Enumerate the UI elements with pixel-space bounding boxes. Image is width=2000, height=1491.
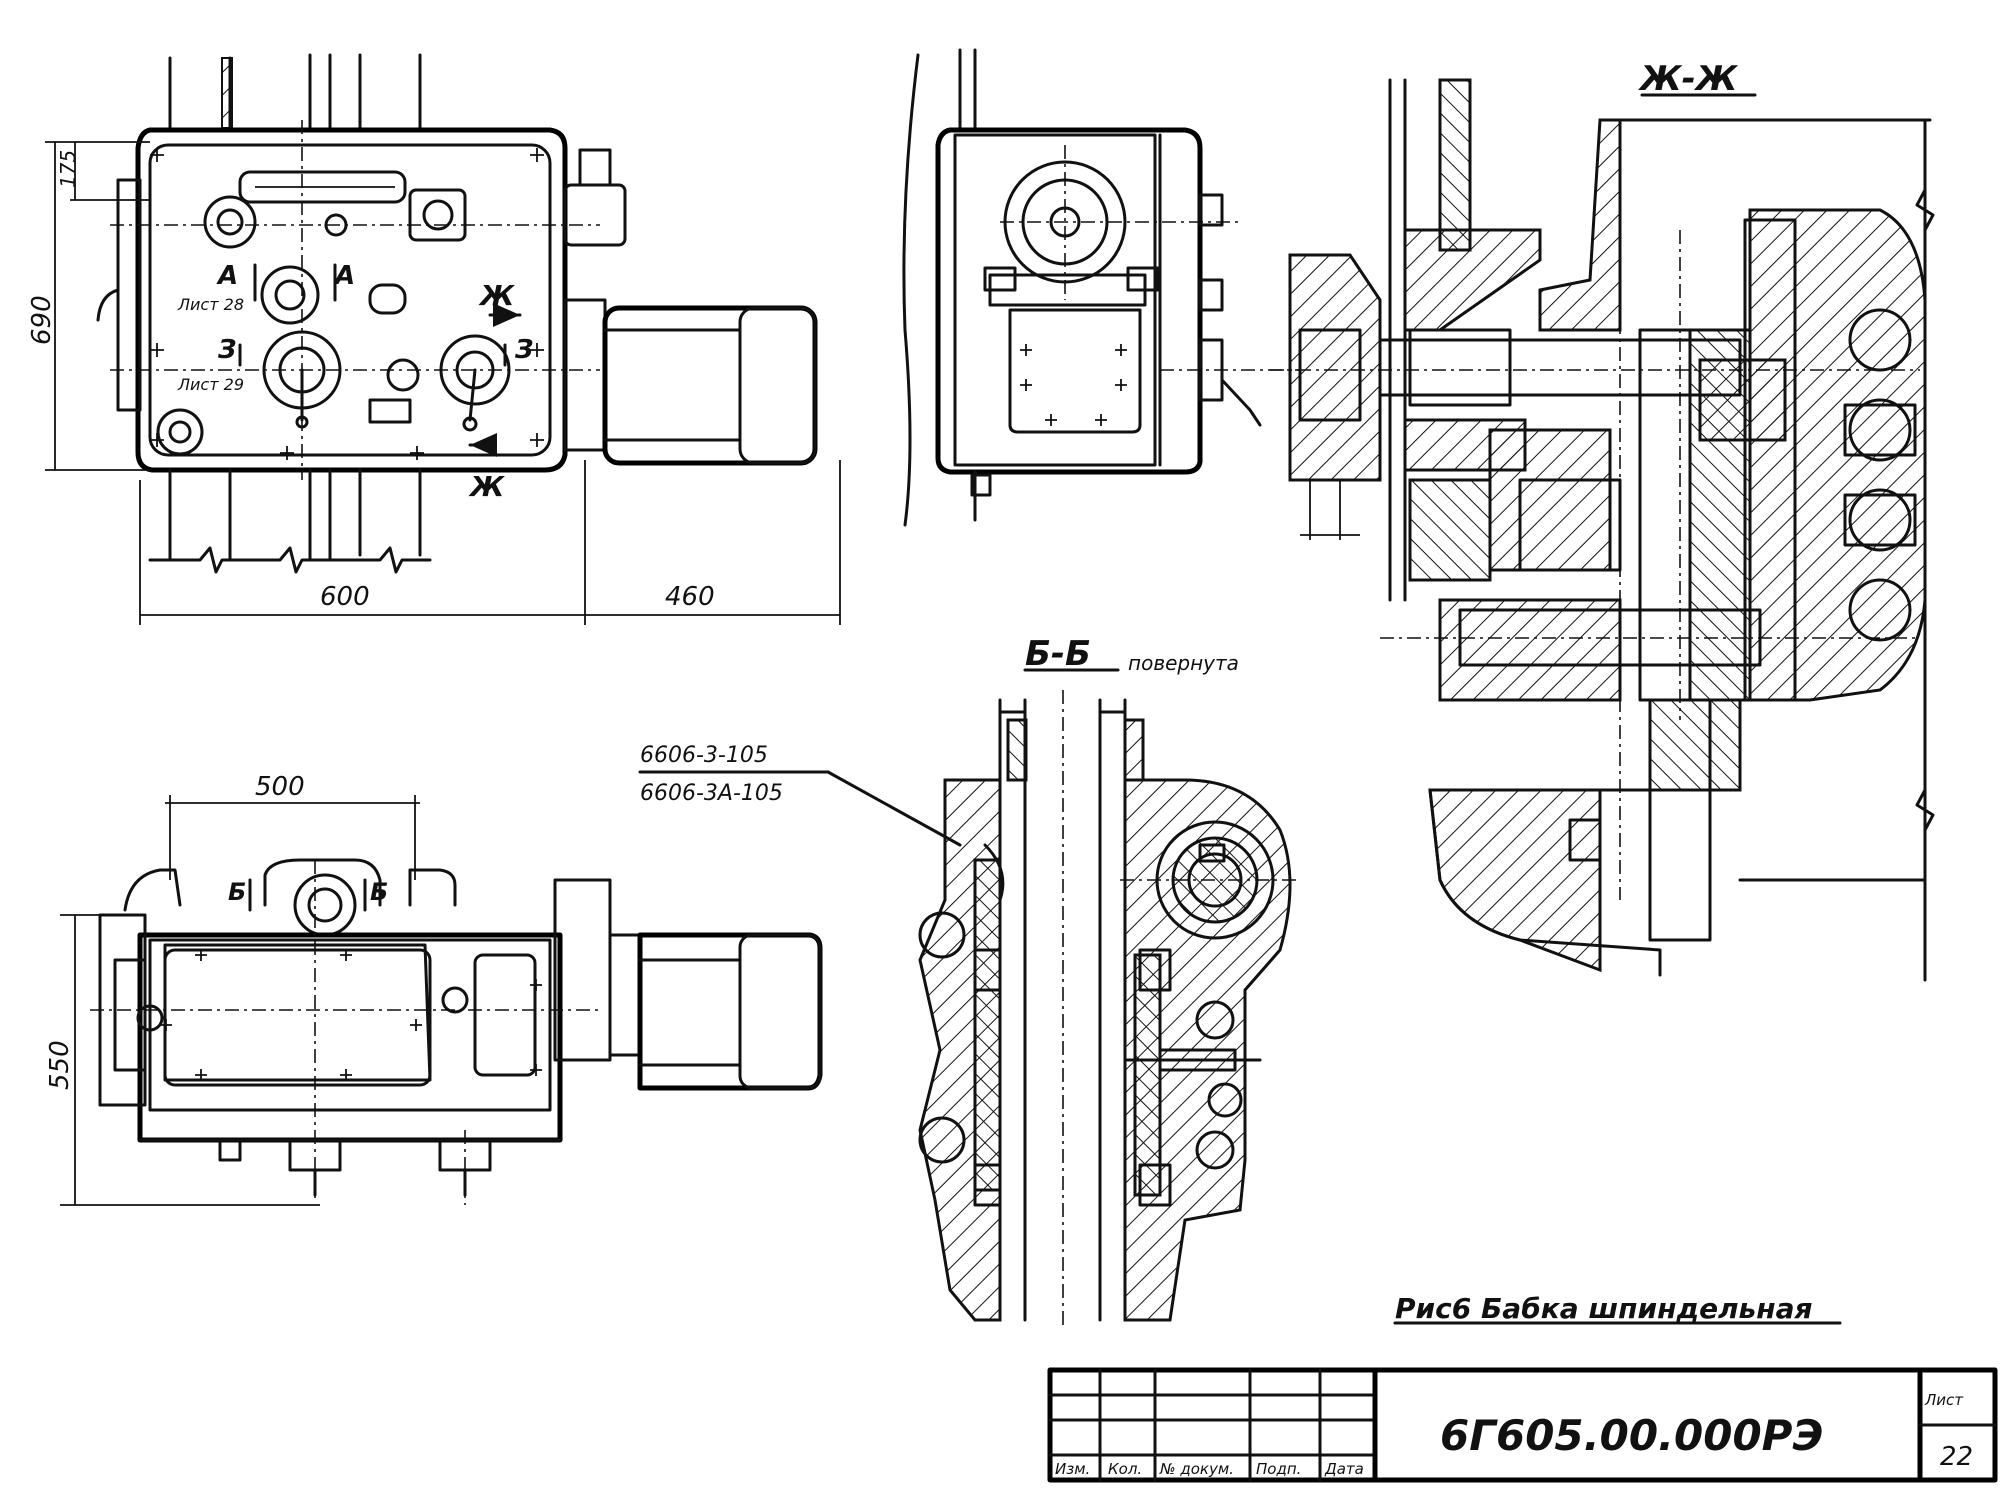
label-a-right: А <box>333 261 355 291</box>
section-bb-title: Б-Б <box>1025 634 1091 674</box>
label-a-left: А <box>216 261 238 291</box>
sheet-number: 22 <box>1940 1442 1973 1472</box>
dim-plan-height: 550 <box>45 1040 75 1090</box>
dim-width-left: 600 <box>320 582 370 612</box>
section-bb-note: повернута <box>1128 651 1239 675</box>
label-b-right: Б <box>370 878 388 906</box>
section-zhzh-title: Ж-Ж <box>1638 59 1739 99</box>
side-view <box>902 48 1300 527</box>
label-sheet-28: Лист 28 <box>177 295 244 314</box>
label-zh-bottom: Ж <box>468 470 505 503</box>
title-block: Изм. Кол. № докум. Подп. Дата 6Г605.00.0… <box>1047 1367 1998 1483</box>
label-b-left: Б <box>228 878 246 906</box>
label-z-left: З <box>217 335 236 365</box>
column-doc-no: № докум. <box>1159 1460 1234 1478</box>
dim-width-right: 460 <box>665 582 715 612</box>
label-sheet-29: Лист 29 <box>177 375 244 394</box>
dim-height-total: 690 <box>27 295 57 345</box>
callout-1: 6606-3-105 <box>640 743 768 768</box>
column-kol: Кол. <box>1108 1460 1142 1478</box>
column-sign: Подп. <box>1256 1460 1301 1478</box>
dim-plan-width: 500 <box>255 772 305 802</box>
column-izm: Изм. <box>1055 1460 1090 1478</box>
column-date: Дата <box>1324 1460 1364 1478</box>
dim-height-top: 175 <box>56 150 80 188</box>
callout-2: 6606-3А-105 <box>640 781 783 806</box>
section-zhzh: Ж-Ж <box>1270 59 1935 982</box>
plan-view: 500 Б Б <box>45 772 823 1206</box>
front-view: 690 175 600 460 А А Лист 28 З З Лист 29 … <box>27 53 841 625</box>
section-bb: Б-Б повернута 6606-3-105 6606-3А-105 <box>638 634 1300 1330</box>
document-code: 6Г605.00.000РЭ <box>1440 1411 1823 1460</box>
sheet-label: Лист <box>1924 1391 1964 1409</box>
label-z-right: З <box>514 335 533 365</box>
figure-caption: Рис6 Бабка шпиндельная <box>1395 1292 1813 1325</box>
label-zh-top: Ж <box>478 279 515 312</box>
